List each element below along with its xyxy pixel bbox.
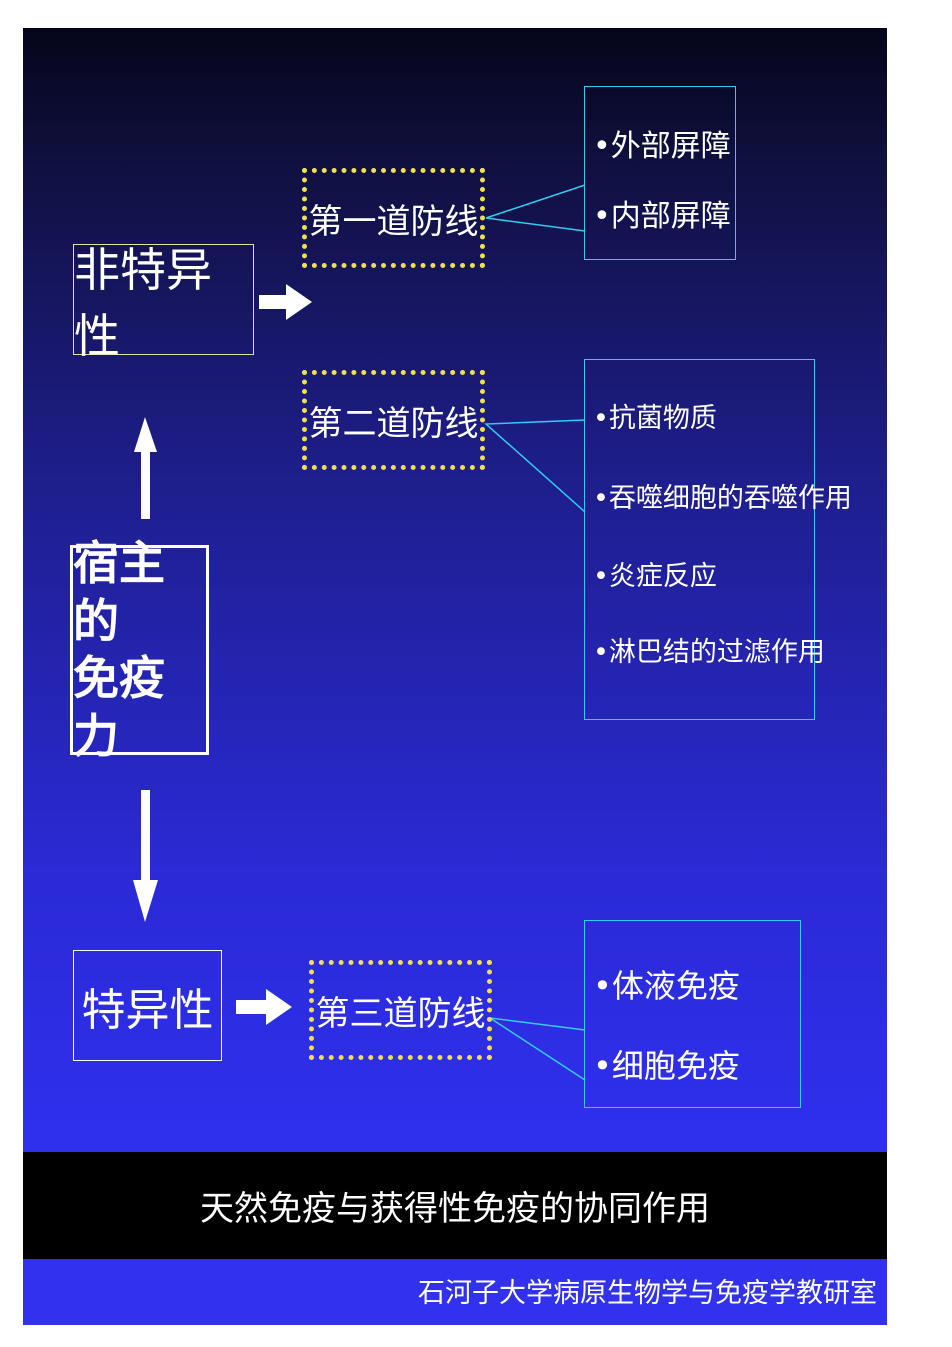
list-item: •细胞免疫	[593, 1047, 740, 1085]
host-immunity-label-line2: 免疫力	[73, 651, 165, 763]
list-item: •抗菌物质	[593, 403, 717, 434]
banner-title: 天然免疫与获得性免疫的协同作用	[23, 1152, 887, 1259]
third-line-label: 第三道防线	[315, 993, 486, 1034]
third-line-box: 第三道防线	[309, 960, 492, 1060]
arrow-right-icon	[259, 284, 312, 320]
list-item: •吞噬细胞的吞噬作用	[593, 483, 852, 514]
list-item: •体液免疫	[593, 967, 740, 1005]
host-immunity-label-line1: 宿主的	[73, 536, 165, 648]
footer-text: 石河子大学病原生物学与免疫学教研室	[418, 1278, 877, 1309]
connector-second-line	[484, 419, 586, 513]
arrow-down-icon	[133, 790, 158, 922]
list-item: •炎症反应	[593, 561, 717, 592]
list-item: •内部屏障	[593, 199, 731, 234]
arrow-up-icon	[134, 417, 157, 519]
first-line-label: 第一道防线	[308, 201, 479, 242]
nonspecific-immunity-box: 非特异性	[73, 243, 254, 363]
third-line-list: •体液免疫 •细胞免疫	[584, 920, 801, 1108]
specific-label: 特异性	[81, 984, 214, 1036]
arrow-right-icon	[236, 989, 292, 1025]
first-line-list: •外部屏障 •内部屏障	[584, 86, 736, 260]
host-immunity-box: 宿主的 免疫力	[70, 536, 209, 763]
first-line-box: 第一道防线	[302, 168, 485, 268]
specific-immunity-box: 特异性	[73, 950, 222, 1061]
list-item: •外部屏障	[593, 129, 731, 164]
second-line-list: •抗菌物质 •吞噬细胞的吞噬作用 •炎症反应 •淋巴结的过滤作用	[584, 359, 852, 720]
nonspecific-label: 非特异性	[74, 242, 212, 363]
footer-bar: 石河子大学病原生物学与免疫学教研室	[23, 1259, 887, 1325]
connector-third-line	[489, 1017, 586, 1081]
second-line-box: 第二道防线	[302, 370, 485, 470]
banner-title-text: 天然免疫与获得性免疫的协同作用	[200, 1189, 710, 1229]
second-line-label: 第二道防线	[308, 403, 479, 444]
list-item: •淋巴结的过滤作用	[593, 637, 825, 668]
connector-first-line	[485, 184, 586, 232]
